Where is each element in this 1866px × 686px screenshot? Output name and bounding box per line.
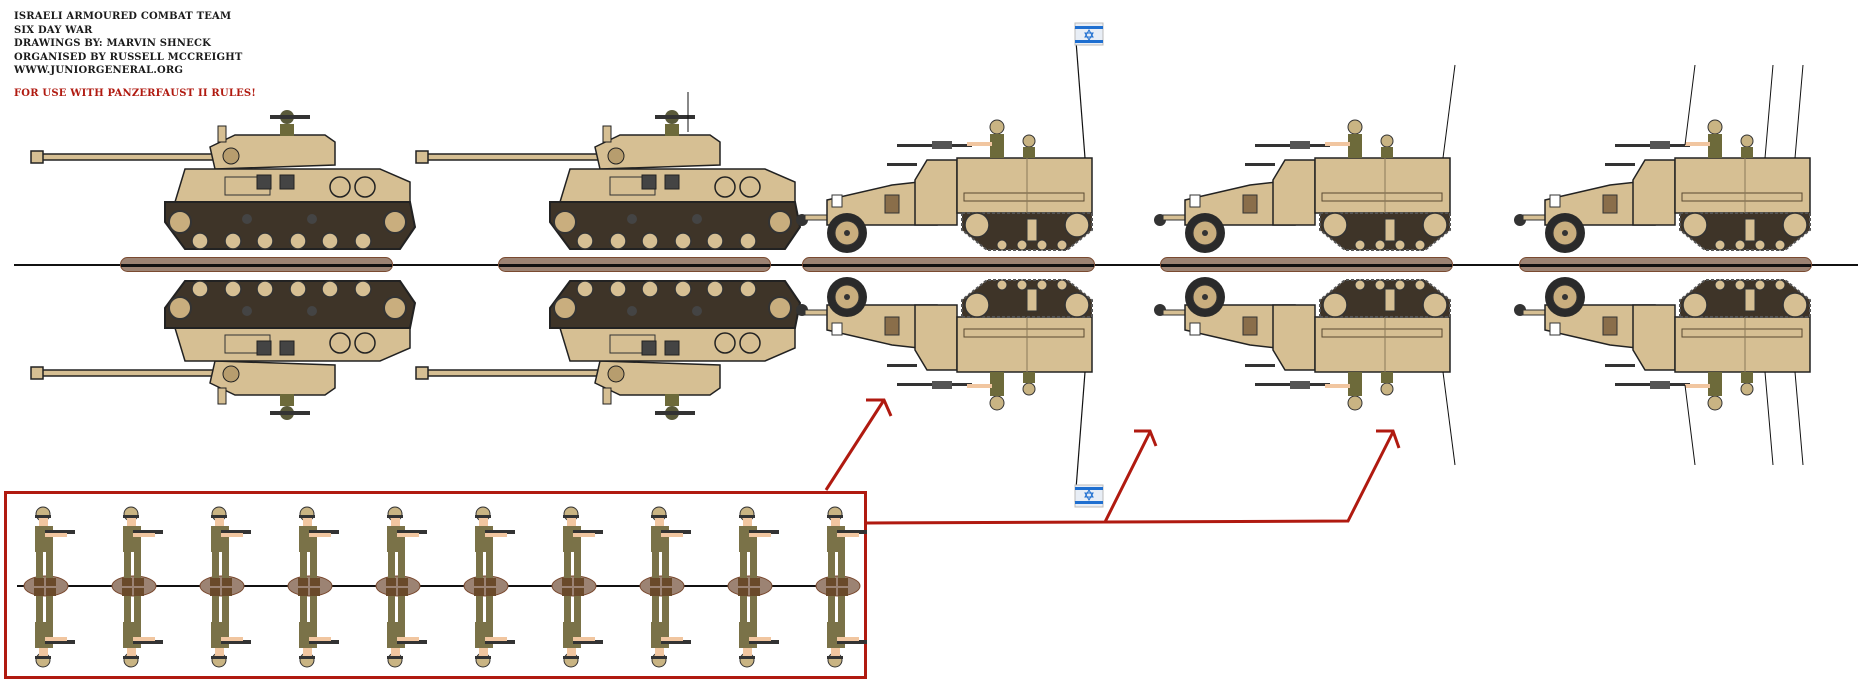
halftrack-1-top — [795, 22, 1104, 254]
header-line-website[interactable]: WWW.JUNIORGENERAL.ORG — [14, 65, 184, 77]
infantry-box — [4, 491, 868, 679]
halftrack-1-bottom — [795, 276, 1104, 508]
infantry-figure-10 — [813, 506, 883, 668]
halftrack-2-top — [1153, 64, 1456, 254]
sheet-header: ISRAELI ARMOURED COMBAT TEAM SIX DAY WAR… — [14, 10, 256, 101]
tank-1-top — [30, 109, 416, 250]
infantry-figure-4 — [285, 506, 355, 668]
allocation-arrows — [824, 398, 1401, 525]
header-line-war: SIX DAY WAR — [14, 24, 93, 36]
halftrack-2-bottom — [1153, 276, 1456, 466]
infantry-figure-5 — [373, 506, 443, 668]
infantry-figure-1 — [21, 506, 91, 668]
halftrack-3-top — [1513, 64, 1811, 254]
infantry-figure-9 — [725, 506, 795, 668]
tank-2-bottom — [415, 280, 801, 421]
infantry-figure-7 — [549, 506, 619, 668]
tank-2-base — [498, 257, 771, 272]
halftrack-2-base — [1160, 257, 1453, 272]
halftrack-3-base — [1519, 257, 1812, 272]
infantry-figure-2 — [109, 506, 179, 668]
tank-2-top — [415, 92, 801, 250]
infantry-fold-line — [17, 585, 853, 587]
infantry-figure-6 — [461, 506, 531, 668]
infantry-figure-8 — [637, 506, 707, 668]
halftrack-3-bottom — [1513, 276, 1811, 466]
header-line-organiser: ORGANISED BY RUSSELL MCCREIGHT — [14, 51, 243, 63]
infantry-figure-3 — [197, 506, 267, 668]
halftrack-1-base — [802, 257, 1095, 272]
header-line-drawings: DRAWINGS BY: MARVIN SHNECK — [14, 38, 212, 50]
tank-1-bottom — [30, 280, 416, 421]
tank-1-base — [120, 257, 393, 272]
header-line-title: ISRAELI ARMOURED COMBAT TEAM — [14, 11, 232, 22]
rules-note: FOR USE WITH PANZERFAUST II RULES! — [14, 87, 256, 99]
